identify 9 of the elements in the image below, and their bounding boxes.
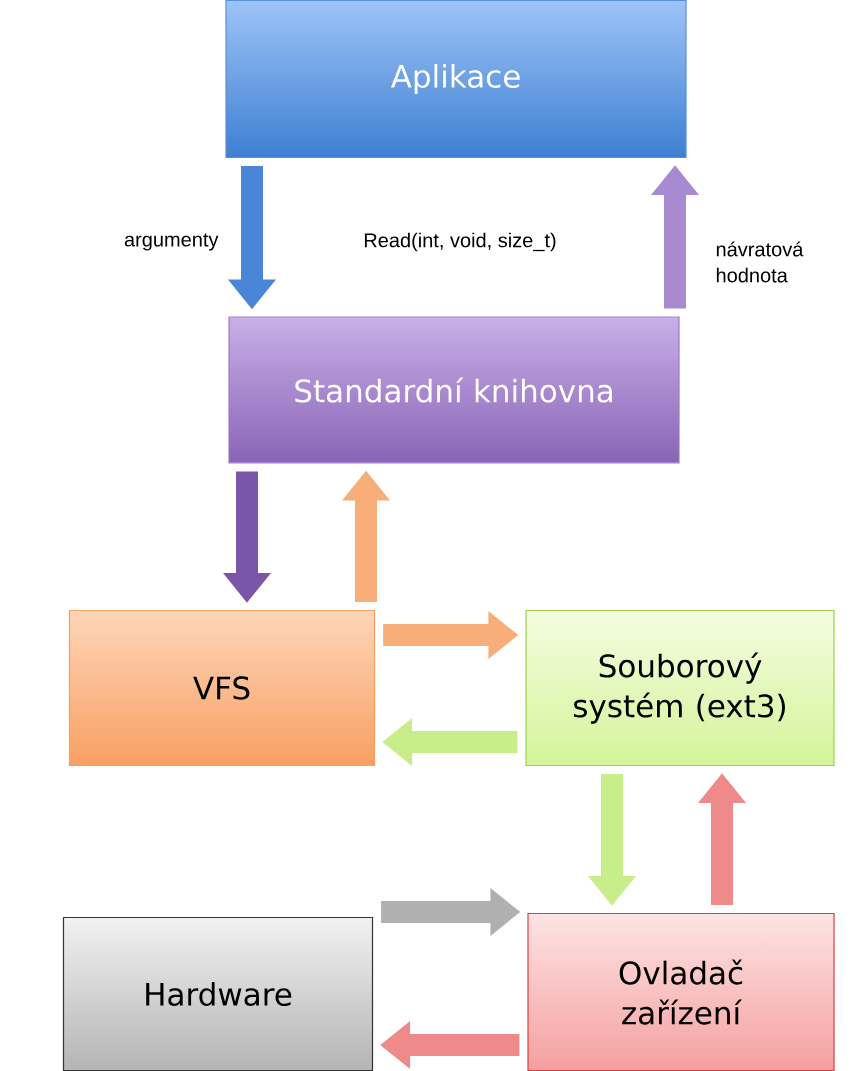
process-box: Souborový systém (ext3)	[525, 609, 835, 767]
edge-label: argumenty	[124, 233, 219, 251]
process-box: Hardware	[62, 916, 374, 1071]
process-box: VFS	[68, 609, 376, 767]
process-box: Standardní knihovna	[228, 316, 680, 464]
call-label: Read(int, void, size_t)	[364, 232, 556, 252]
process-box: Ovladač zařízení	[527, 912, 835, 1071]
process-box: Aplikace	[225, 0, 687, 159]
edge-label: návratová hodnota	[716, 241, 804, 283]
